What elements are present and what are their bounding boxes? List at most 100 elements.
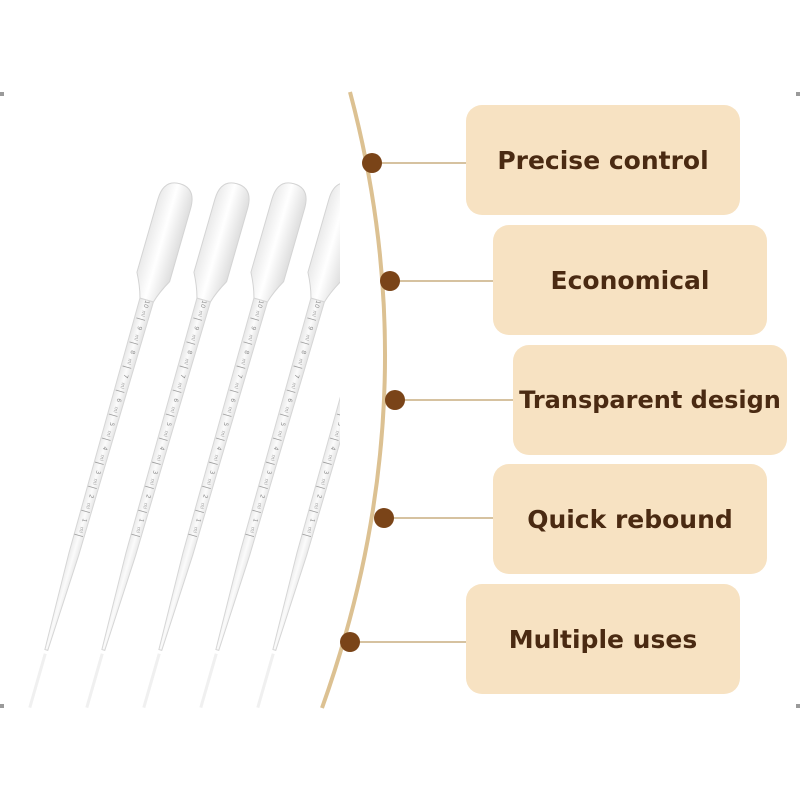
scale-tick xyxy=(186,341,196,345)
scale-number: 7 xyxy=(178,373,186,379)
feature-label: Economical xyxy=(550,265,710,295)
scale-number: 8 xyxy=(128,349,136,355)
scale-unit: ml xyxy=(248,526,255,534)
scale-unit: ml xyxy=(155,454,162,462)
scale-tick xyxy=(188,533,198,538)
scale-tick xyxy=(193,317,203,321)
scale-number: 9 xyxy=(306,325,314,331)
scale-unit: ml xyxy=(333,430,340,438)
scale-number: 1 xyxy=(251,517,259,523)
scale-number: 1 xyxy=(308,517,316,523)
scale-number: 6 xyxy=(115,397,123,403)
scale-number: 5 xyxy=(336,421,340,427)
scale-unit: ml xyxy=(262,478,269,486)
scale-unit: ml xyxy=(253,310,260,318)
scale-tick xyxy=(300,341,310,345)
pipette-reflection xyxy=(199,653,218,709)
scale-unit: ml xyxy=(111,406,118,414)
scale-number: 10 xyxy=(142,299,151,308)
scale-unit: ml xyxy=(269,454,276,462)
scale-unit: ml xyxy=(239,358,246,366)
scale-unit: ml xyxy=(310,310,317,318)
edge-marker xyxy=(0,704,4,708)
scale-number: 2 xyxy=(87,493,95,499)
scale-tick xyxy=(94,461,104,465)
scale-number: 4 xyxy=(101,445,109,451)
scale-unit: ml xyxy=(303,334,310,342)
pipette-reflection xyxy=(28,653,47,709)
scale-unit: ml xyxy=(132,334,139,342)
scale-unit: ml xyxy=(182,358,189,366)
pipette-tube xyxy=(272,297,340,651)
scale-unit: ml xyxy=(77,526,84,534)
scale-tick xyxy=(243,341,253,345)
scale-tick xyxy=(136,317,146,321)
connector-1 xyxy=(362,153,468,173)
scale-tick xyxy=(215,437,225,441)
scale-number: 3 xyxy=(322,469,330,475)
feature-card-precise-control: Precise control xyxy=(466,105,740,215)
scale-tick xyxy=(252,509,261,513)
scale-tick xyxy=(265,461,275,465)
scale-unit: ml xyxy=(148,478,155,486)
scale-tick xyxy=(286,389,296,393)
connector-dot xyxy=(362,153,382,173)
scale-tick xyxy=(236,365,246,369)
scale-tick xyxy=(229,389,239,393)
scale-unit: ml xyxy=(212,454,219,462)
feature-label: Precise control xyxy=(497,145,709,175)
scale-unit: ml xyxy=(232,382,239,390)
pipette-bulb xyxy=(136,182,193,303)
scale-tick xyxy=(88,485,97,489)
pipette-bulb xyxy=(250,182,307,303)
scale-tick xyxy=(108,413,118,417)
connector-2 xyxy=(380,271,494,291)
scale-tick xyxy=(245,533,255,538)
scale-number: 8 xyxy=(242,349,250,355)
scale-number: 3 xyxy=(94,469,102,475)
scale-tick xyxy=(74,533,84,538)
edge-marker xyxy=(796,92,800,96)
scale-number: 1 xyxy=(194,517,202,523)
scale-number: 6 xyxy=(229,397,237,403)
scale-number: 4 xyxy=(158,445,166,451)
connector-dot xyxy=(385,390,405,410)
scale-tick xyxy=(131,533,141,538)
scale-unit: ml xyxy=(168,406,175,414)
scale-number: 5 xyxy=(279,421,287,427)
scale-number: 10 xyxy=(313,299,322,308)
scale-tick xyxy=(259,485,268,489)
scale-number: 3 xyxy=(265,469,273,475)
scale-number: 4 xyxy=(215,445,223,451)
scale-tick xyxy=(336,413,340,417)
scale-number: 5 xyxy=(222,421,230,427)
feature-card-economical: Economical xyxy=(493,225,767,335)
scale-unit: ml xyxy=(255,502,262,510)
scale-unit: ml xyxy=(105,430,112,438)
scale-tick xyxy=(145,485,154,489)
scale-unit: ml xyxy=(305,526,312,534)
scale-tick xyxy=(302,533,312,538)
scale-number: 7 xyxy=(292,373,300,379)
scale-number: 10 xyxy=(256,299,265,308)
pipette-reflection xyxy=(85,653,104,709)
pipette-bulb xyxy=(307,182,340,303)
feature-label: Multiple uses xyxy=(508,624,698,654)
scale-tick xyxy=(195,509,204,513)
scale-unit: ml xyxy=(289,382,296,390)
scale-unit: ml xyxy=(91,478,98,486)
scale-tick xyxy=(272,437,282,441)
scale-number: 9 xyxy=(249,325,257,331)
scale-tick xyxy=(202,485,211,489)
scale-number: 4 xyxy=(272,445,280,451)
pipette-tube xyxy=(101,297,212,651)
pipette-reflection xyxy=(142,653,161,709)
connector-dot xyxy=(374,508,394,528)
scale-number: 7 xyxy=(121,373,129,379)
scale-tick xyxy=(250,317,260,321)
